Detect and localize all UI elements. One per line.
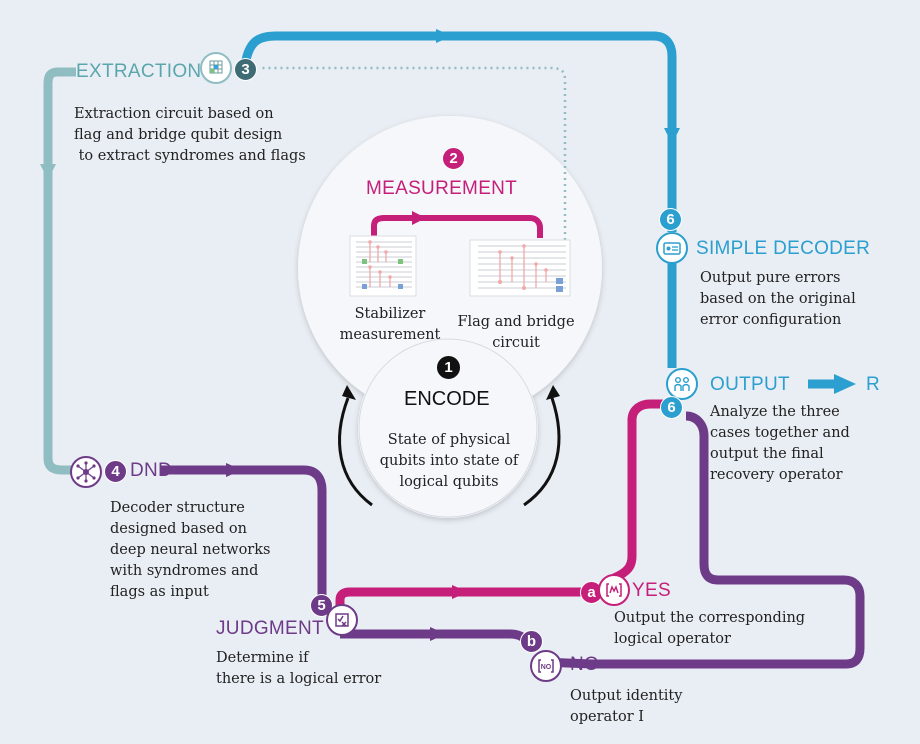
measurement-title: MEASUREMENT	[366, 178, 518, 199]
purple-arrow-no	[430, 627, 446, 641]
no-title: NO	[570, 654, 600, 675]
encode-title: ENCODE	[404, 388, 490, 410]
encode-desc: State of physical qubits into state of l…	[379, 432, 519, 490]
neural-net-icon	[70, 456, 102, 488]
extraction-desc: Extraction circuit based on flag and bri…	[74, 106, 306, 164]
left-curved-arrow	[338, 397, 373, 507]
flag-circuit-label: Flag and bridge circuit	[457, 314, 575, 351]
output-arrow-head	[834, 374, 856, 394]
judgment-title: JUDGMENT	[216, 618, 324, 639]
no-letter: b	[520, 630, 543, 653]
id-card-icon	[656, 232, 688, 264]
yes-letter: a	[580, 581, 603, 604]
matrix-icon	[598, 574, 630, 606]
blue-wire	[241, 31, 677, 368]
output-result: R	[866, 374, 881, 395]
blue-arrow-down	[664, 128, 680, 144]
simple-decoder-number: 6	[659, 208, 682, 231]
stabilizer-label: Stabilizer measurement	[339, 306, 441, 343]
output-desc: Analyze the three cases together and out…	[710, 404, 850, 483]
dnd-number: 4	[104, 460, 127, 483]
simple-decoder-title: SIMPLE DECODER	[696, 238, 871, 259]
svg-text:NO: NO	[541, 664, 552, 671]
extraction-number: 3	[234, 58, 257, 81]
right-curved-arrow	[523, 397, 561, 507]
dnd-desc: Decoder structure designed based on deep…	[110, 500, 271, 600]
output-number: 6	[660, 396, 683, 419]
purple-arrow-dnd	[226, 463, 242, 477]
extraction-title: EXTRACTION	[76, 61, 202, 82]
measurement-number: 2	[442, 147, 465, 170]
checkbox-icon	[326, 604, 358, 636]
judgment-desc: Determine if there is a logical error	[216, 650, 382, 687]
no-matrix-icon: NO	[530, 650, 562, 682]
teal-arrow	[40, 164, 56, 180]
people-icon	[666, 368, 698, 400]
simple-decoder-desc: Output pure errors based on the original…	[700, 270, 856, 328]
flag-circuit-image	[469, 239, 571, 297]
blue-arrow-top	[436, 29, 452, 43]
measurement-bracket	[371, 215, 543, 238]
yes-desc: Output the corresponding logical operato…	[614, 610, 806, 647]
output-title: OUTPUT	[710, 374, 790, 395]
central-bubble	[298, 116, 602, 518]
teal-wire	[43, 67, 80, 475]
stabilizer-circuit-image	[349, 235, 417, 297]
magenta-wire	[335, 399, 666, 606]
magenta-arrow-yes	[452, 585, 468, 599]
dnd-title: DND	[130, 460, 173, 481]
encode-number: 1	[437, 356, 460, 379]
grid-icon	[200, 52, 232, 84]
yes-title: YES	[632, 580, 671, 601]
no-desc: Output identity operator I	[570, 688, 683, 725]
